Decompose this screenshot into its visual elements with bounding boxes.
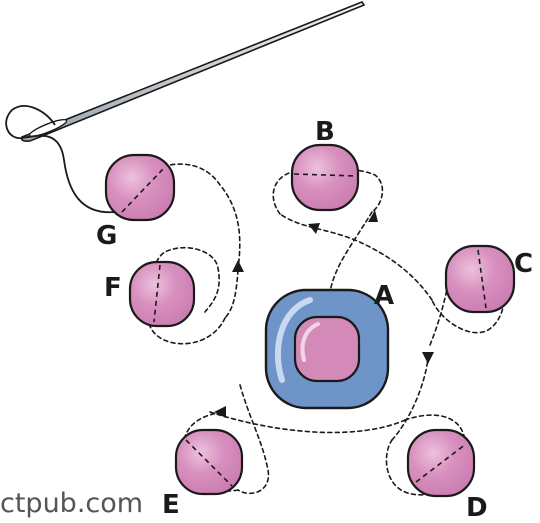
bead-a-center [264,288,390,410]
watermark: ctpub.com [0,488,143,519]
arrow-up-f [232,260,244,272]
bead-g [104,153,176,222]
bead-c [444,244,516,314]
arrow-up-b [368,210,378,222]
arrow-down-c [422,352,434,364]
label-a: A [374,281,394,311]
arrow-right-b [308,223,320,234]
needle-icon [20,1,366,142]
label-d: D [466,493,488,523]
bead-b [290,143,360,212]
label-e: E [162,490,180,520]
label-b: B [315,117,335,147]
arrow-left-e [214,406,226,418]
label-g: G [96,221,117,251]
thread [5,105,116,213]
bead-d [406,428,476,498]
bead-e [174,428,244,496]
label-f: F [104,273,122,303]
label-c: C [514,249,533,279]
bead-f [128,260,196,328]
